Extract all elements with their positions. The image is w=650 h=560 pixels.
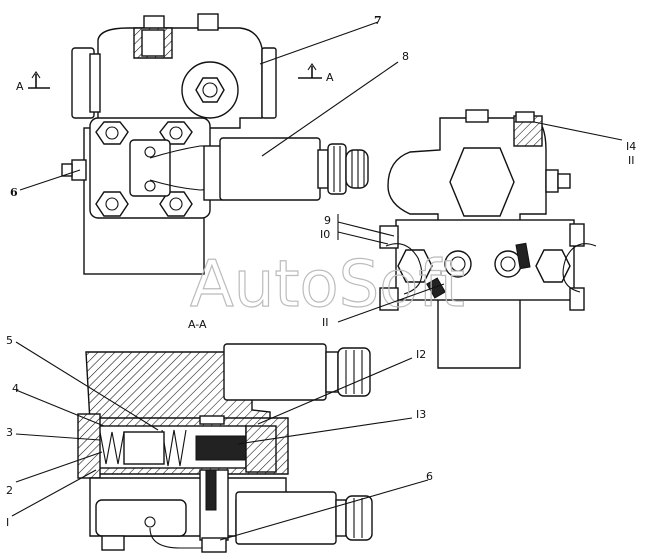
callout-11-bottom: II — [322, 316, 329, 329]
svg-text:A: A — [326, 71, 334, 84]
callout-1: I — [6, 516, 9, 529]
callout-7: 7 — [374, 14, 382, 27]
svg-text:A: A — [16, 80, 24, 93]
solenoid-ribs — [333, 146, 369, 192]
top-view-assembly — [61, 13, 369, 275]
callout-6-top: 6 — [10, 186, 18, 199]
callout-13: I3 — [416, 408, 426, 421]
section-title: A-A — [188, 318, 207, 331]
callout-10: I0 — [320, 228, 330, 241]
callout-3: 3 — [6, 426, 13, 439]
flange-bolts — [95, 121, 193, 217]
section-marker-left: A — [16, 71, 50, 93]
callout-2: 2 — [6, 484, 13, 497]
callout-6-bottom: 6 — [426, 470, 433, 483]
callout-8: 8 — [402, 50, 409, 63]
side-view-assembly — [379, 109, 597, 369]
callout-11-right: II — [628, 154, 635, 167]
leader-lines — [11, 21, 623, 541]
watermark-text: AutoSoft — [190, 248, 465, 322]
callout-4: 4 — [12, 382, 19, 395]
callout-9: 9 — [324, 214, 331, 227]
callout-12: I2 — [416, 348, 426, 361]
section-marker-right: A — [298, 63, 334, 84]
callout-14: I4 — [626, 140, 636, 153]
callout-labels: 7 8 6 I4 II 9 I0 II 5 4 3 2 I I2 I3 6 — [6, 14, 636, 529]
section-a-a-view — [77, 343, 373, 553]
callout-5: 5 — [6, 334, 13, 347]
